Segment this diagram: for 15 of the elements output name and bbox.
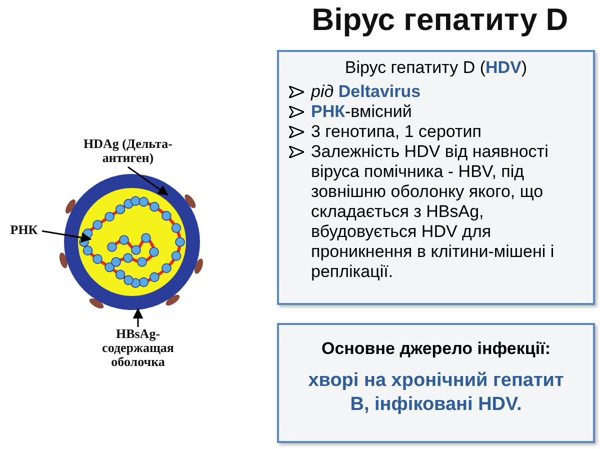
callout-label: HBsAg-содержащая оболочка xyxy=(88,327,188,371)
bullet-text: РНК-вмісний xyxy=(311,102,412,121)
info-panel xyxy=(277,50,595,305)
bullet-text: рід Deltavirus xyxy=(311,82,421,101)
panel-heading: Вірус гепатиту D (HDV) xyxy=(344,58,528,78)
slide-title: Вірус гепатиту D xyxy=(310,2,570,38)
panel-text: хворі на хронічний гепатит B, інфіковані HDV. xyxy=(307,369,565,417)
callout-label: HDAg (Дельта-антиген) xyxy=(72,137,184,167)
panel-heading: Основне джерело інфекції: xyxy=(320,339,552,359)
bullet-text: Залежність HDV від наявності віруса помічника - HBV, під зовнішню оболонку якого, що складається з HBsAg, вбудовується HDV для проникнення в клітини-мішені і реплікації. xyxy=(311,142,554,281)
callout-label: РНК xyxy=(6,223,42,239)
bullet-text: 3 генотипа, 1 серотип xyxy=(311,122,482,141)
info-panel xyxy=(277,323,595,443)
leader-arrow xyxy=(132,308,144,327)
leader-arrow xyxy=(42,230,92,243)
